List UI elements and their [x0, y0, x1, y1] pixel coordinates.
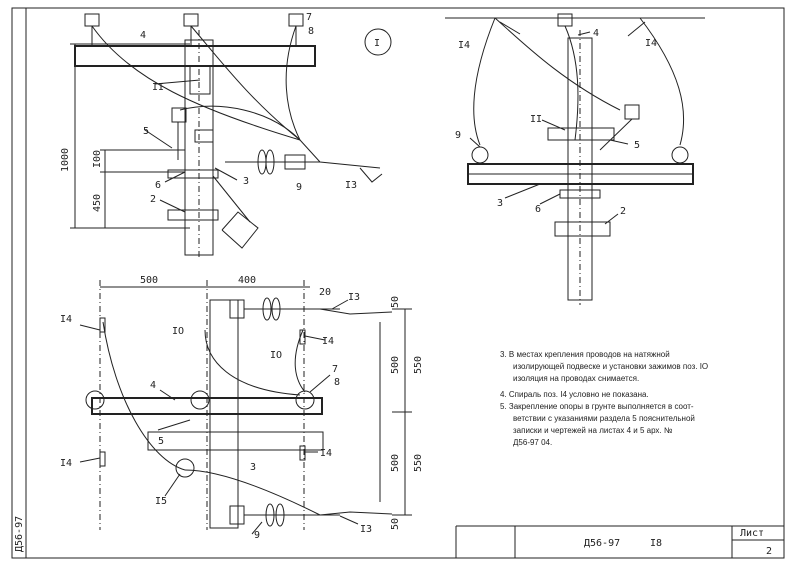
view-top-left	[70, 13, 383, 258]
dim-50-lower: 50	[390, 518, 401, 530]
label-pos2-top-left: 2	[150, 194, 156, 205]
dim-500-right-upper: 500	[390, 356, 401, 374]
label-pos4-top-left: 4	[140, 30, 146, 41]
label-pos7-plan: 7	[332, 364, 338, 375]
label-pos5-plan: 5	[158, 436, 164, 447]
label-pos10-plan-left: IO	[172, 326, 184, 337]
label-pos2-top-right: 2	[620, 206, 626, 217]
label-pos6-top-left: 6	[155, 180, 161, 191]
label-pos9-top-right: 9	[455, 130, 461, 141]
label-pos13-plan-lower: I3	[360, 524, 372, 535]
note-line-3: изоляция на проводах снимается.	[513, 374, 639, 383]
note-line-1: 3. В местах крепления проводов на натяжн…	[500, 350, 670, 359]
label-pos10-plan-right: IO	[270, 350, 282, 361]
note-line-7: записки и чертежей на листах 4 и 5 арх. …	[513, 426, 673, 435]
label-pos5-top-right: 5	[634, 140, 640, 151]
view-bottom-plan	[79, 280, 412, 535]
sheet-frame	[11, 7, 785, 559]
label-pos8-top-left: 8	[308, 26, 314, 37]
label-pos6-top-right: 6	[535, 204, 541, 215]
label-pos5-top-left: 5	[143, 126, 149, 137]
sheet-value: 2	[766, 546, 772, 557]
dim-20: 20	[319, 287, 331, 298]
dim-550-upper: 550	[413, 356, 424, 374]
note-line-8: Д56-97 04.	[513, 438, 552, 447]
note-line-4: 4. Спираль поз. I4 условно не показана.	[500, 390, 649, 399]
title-code: Д56-97	[584, 538, 620, 549]
view-marker-label: I	[374, 38, 380, 49]
dim-500-right-lower: 500	[390, 454, 401, 472]
side-code: Д56-97	[14, 516, 25, 552]
note-line-5: 5. Закрепление опоры в грунте выполняетс…	[500, 402, 694, 411]
note-line-6: ветствии с указаниями раздела 5 поясните…	[513, 414, 695, 423]
label-pos7-top-left: 7	[306, 12, 312, 23]
label-pos14-plan-lower-left: I4	[60, 458, 72, 469]
note-line-2: изолирующей подвеске и установки зажимов…	[513, 362, 708, 371]
label-pos11-top-right: II	[530, 114, 542, 125]
label-pos14-plan-upper-left: I4	[60, 314, 72, 325]
label-pos13-plan-upper: I3	[348, 292, 360, 303]
label-pos4-top-right: 4	[593, 28, 599, 39]
dim-1000: 1000	[60, 148, 71, 172]
label-pos14-plan-upper-right: I4	[322, 336, 334, 347]
label-pos15-plan: I5	[155, 496, 167, 507]
dim-100: I00	[92, 150, 103, 168]
label-pos9-top-left: 9	[296, 182, 302, 193]
dim-400-plan: 400	[238, 275, 256, 286]
label-pos3-top-left: 3	[243, 176, 249, 187]
label-pos14-plan-lower-right: I4	[320, 448, 332, 459]
label-pos8-plan: 8	[334, 377, 340, 388]
title-block	[455, 525, 784, 558]
sheet-label: Лист	[740, 528, 764, 539]
label-pos3-plan: 3	[250, 462, 256, 473]
label-pos14-top-right-right: I4	[645, 38, 657, 49]
sheet-number: I8	[650, 538, 662, 549]
dim-500-plan: 500	[140, 275, 158, 286]
label-pos3-top-right: 3	[497, 198, 503, 209]
view-top-right	[445, 13, 705, 305]
label-pos9-plan: 9	[254, 530, 260, 541]
dim-550-lower: 550	[413, 454, 424, 472]
dim-450: 450	[92, 194, 103, 212]
label-pos13-top-left: I3	[345, 180, 357, 191]
label-pos14-top-right-left: I4	[458, 40, 470, 51]
label-pos4-plan: 4	[150, 380, 156, 391]
label-pos11-top-left: II	[152, 82, 164, 93]
view-marker-circle	[364, 28, 392, 56]
notes-block: 3. В местах крепления проводов на натяжн…	[500, 350, 708, 447]
dim-50-upper: 50	[390, 296, 401, 308]
